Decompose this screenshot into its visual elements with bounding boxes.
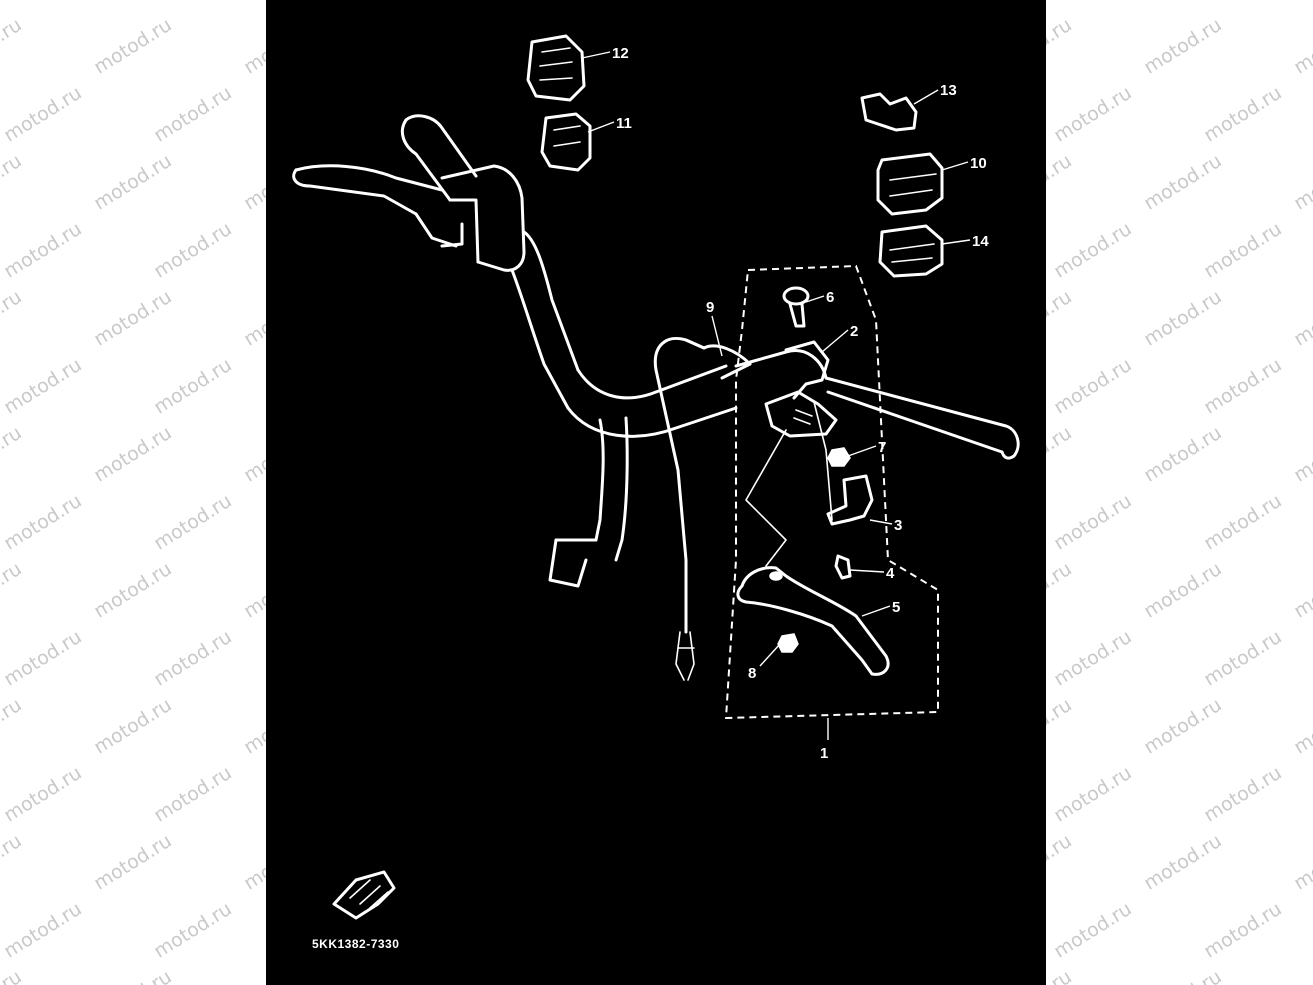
callout-5: 5 (892, 599, 900, 616)
callout-labels: 12 11 13 10 14 6 2 9 7 3 4 5 8 1 (612, 45, 989, 762)
watermark-text: motod.ru (1140, 421, 1226, 487)
callout-6: 6 (826, 289, 834, 306)
switch-reference-icon (332, 870, 396, 920)
watermark-text: motod.ru (90, 285, 176, 351)
watermark-text: motod.ru (1050, 489, 1136, 555)
lever-assembly-illustration (653, 264, 939, 720)
watermark-text: motod.ru (0, 489, 86, 555)
watermark-text: motod.ru (90, 557, 176, 623)
watermark-text: motod.ru (1140, 693, 1226, 759)
watermark-text: motod.ru (0, 81, 86, 147)
callout-9: 9 (706, 299, 714, 316)
watermark-text: motod.ru (1140, 966, 1226, 985)
watermark-text: motod.ru (1290, 13, 1313, 79)
watermark-text: motod.ru (1290, 557, 1313, 623)
parts-diagram-panel: 12 11 13 10 14 6 2 9 7 3 4 5 8 1 5KK1382… (266, 0, 1046, 985)
handlebar-exploded-diagram: 12 11 13 10 14 6 2 9 7 3 4 5 8 1 5KK1382… (292, 34, 1020, 951)
watermark-text: motod.ru (90, 421, 176, 487)
watermark-text: motod.ru (90, 693, 176, 759)
watermark-text: motod.ru (1200, 489, 1286, 555)
watermark-text: motod.ru (1290, 421, 1313, 487)
watermark-text: motod.ru (0, 13, 26, 79)
watermark-text: motod.ru (1290, 966, 1313, 985)
callout-leaders (581, 51, 971, 740)
watermark-text: motod.ru (0, 966, 26, 985)
watermark-text: motod.ru (90, 829, 176, 895)
callout-1: 1 (820, 745, 828, 762)
switch-blocks-illustration (526, 34, 944, 278)
watermark-text: motod.ru (1050, 217, 1136, 283)
diagram-code: 5KK1382-7330 (312, 937, 399, 951)
watermark-text: motod.ru (1200, 897, 1286, 963)
watermark-text: motod.ru (1290, 285, 1313, 351)
watermark-text: motod.ru (0, 217, 86, 283)
watermark-text: motod.ru (1140, 829, 1226, 895)
watermark-text: motod.ru (150, 81, 236, 147)
watermark-text: motod.ru (0, 353, 86, 419)
callout-4: 4 (886, 565, 895, 582)
watermark-text: motod.ru (0, 693, 26, 759)
watermark-text: motod.ru (0, 557, 26, 623)
watermark-text: motod.ru (1290, 149, 1313, 215)
watermark-text: motod.ru (90, 149, 176, 215)
watermark-text: motod.ru (1140, 557, 1226, 623)
watermark-text: motod.ru (1200, 81, 1286, 147)
watermark-text: motod.ru (150, 353, 236, 419)
watermark-text: motod.ru (1200, 625, 1286, 691)
watermark-text: motod.ru (90, 13, 176, 79)
watermark-text: motod.ru (0, 761, 86, 827)
watermark-text: motod.ru (150, 217, 236, 283)
watermark-text: motod.ru (0, 149, 26, 215)
watermark-text: motod.ru (0, 897, 86, 963)
watermark-text: motod.ru (1200, 353, 1286, 419)
watermark-text: motod.ru (1140, 13, 1226, 79)
watermark-text: motod.ru (1050, 897, 1136, 963)
watermark-text: motod.ru (1050, 353, 1136, 419)
watermark-text: motod.ru (0, 421, 26, 487)
callout-2: 2 (850, 323, 858, 340)
watermark-text: motod.ru (150, 897, 236, 963)
watermark-text: motod.ru (1050, 81, 1136, 147)
handlebar-illustration (292, 114, 1020, 588)
callout-13: 13 (940, 82, 957, 99)
callout-10: 10 (970, 155, 987, 172)
watermark-text: motod.ru (1140, 149, 1226, 215)
callout-12: 12 (612, 45, 629, 62)
watermark-text: motod.ru (1200, 761, 1286, 827)
watermark-text: motod.ru (1290, 829, 1313, 895)
callout-3: 3 (894, 517, 902, 534)
watermark-text: motod.ru (0, 285, 26, 351)
watermark-text: motod.ru (0, 625, 86, 691)
watermark-text: motod.ru (1290, 693, 1313, 759)
watermark-text: motod.ru (150, 761, 236, 827)
watermark-text: motod.ru (1140, 285, 1226, 351)
callout-8: 8 (748, 665, 756, 682)
watermark-text: motod.ru (90, 966, 176, 985)
watermark-text: motod.ru (0, 829, 26, 895)
watermark-text: motod.ru (150, 625, 236, 691)
callout-14: 14 (972, 233, 989, 250)
callout-7: 7 (878, 439, 886, 456)
callout-11: 11 (616, 115, 632, 132)
watermark-text: motod.ru (1050, 761, 1136, 827)
watermark-text: motod.ru (1050, 625, 1136, 691)
watermark-text: motod.ru (150, 489, 236, 555)
watermark-text: motod.ru (1200, 217, 1286, 283)
